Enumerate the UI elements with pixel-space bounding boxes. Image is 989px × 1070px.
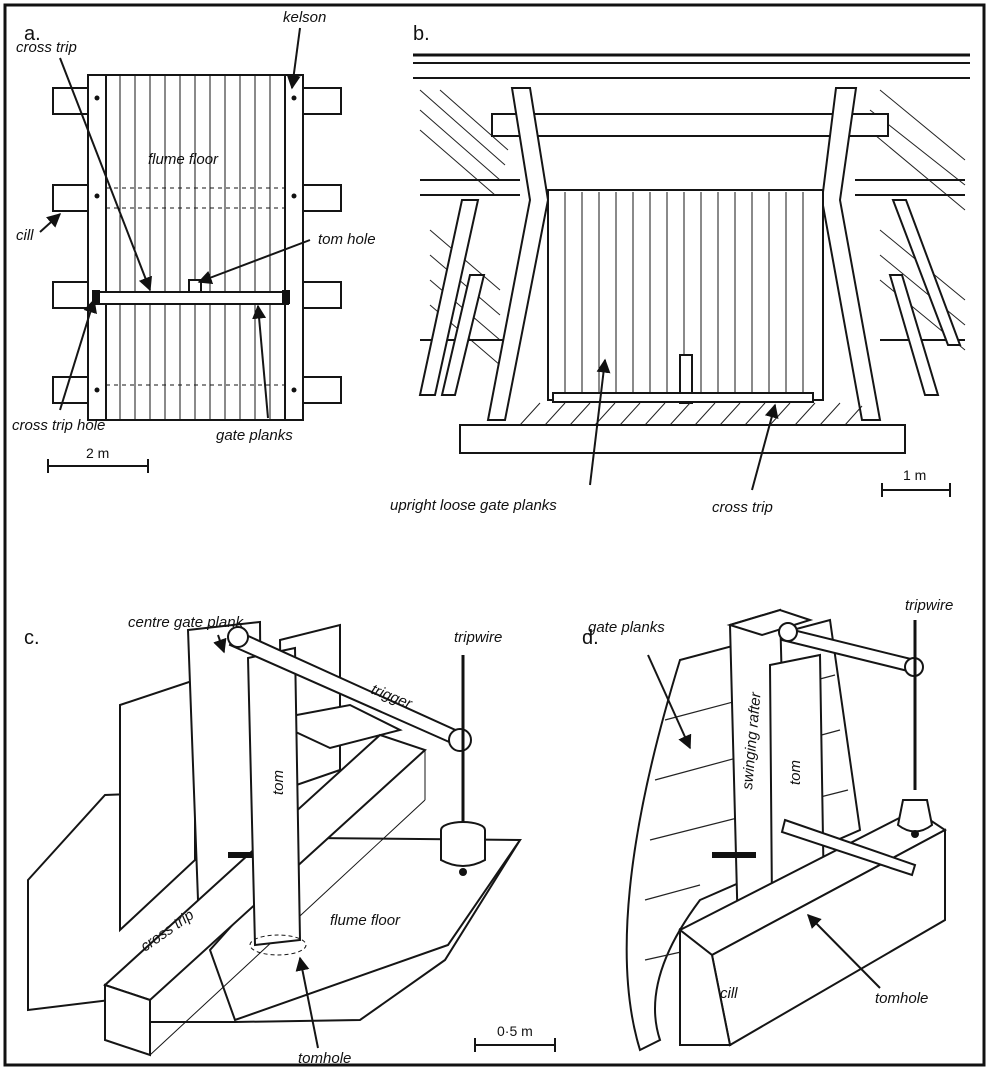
panel-b-cill (459, 424, 906, 454)
label-upright-loose-gate-planks: upright loose gate planks (390, 497, 557, 514)
panel-d-weight (896, 799, 934, 838)
panel-a: a. (12, 9, 376, 473)
panel-c-gate-plank-left (119, 678, 196, 933)
panel-d: d. t (582, 597, 953, 1052)
panel-a-letter: a. (24, 23, 41, 45)
panel-b-scale-bar (881, 483, 951, 497)
panel-a-scale-label: 2 m (86, 445, 109, 461)
panel-c-tom (246, 646, 302, 947)
panel-d-letter: d. (582, 627, 599, 649)
panel-b-cross-trip (552, 392, 814, 403)
panel-c-trigger-eye (448, 728, 472, 752)
label-cross-trip-b: cross trip (712, 499, 773, 516)
figure-frame (3, 3, 986, 1067)
panel-b-floor-hatch (519, 402, 863, 426)
panel-a-floor-planks (106, 76, 285, 419)
label-tripwire-d: tripwire (905, 597, 953, 614)
label-flume-floor-c: flume floor (330, 912, 401, 929)
panel-c-weight (440, 821, 486, 876)
label-tom-hole: tom hole (318, 231, 376, 248)
panel-b-post-right (820, 87, 882, 421)
panel-d-trigger (780, 818, 917, 877)
panel-c-tomhole (249, 934, 307, 956)
panel-a-cross-trip (93, 291, 289, 305)
label-tom-d: tom (787, 760, 804, 785)
label-kelson: kelson (283, 9, 326, 26)
panel-b-letter: b. (413, 23, 430, 45)
panel-a-scale-bar (47, 459, 149, 473)
label-tom-c: tom (270, 770, 287, 795)
panel-b-top-beam (491, 113, 889, 137)
panel-b: b. (390, 23, 970, 516)
panel-c-scale-label: 0·5 m (497, 1023, 533, 1039)
panel-d-cill-front (679, 927, 732, 1046)
label-tripwire-c: tripwire (454, 629, 502, 646)
label-cross-trip-hole: cross trip hole (12, 417, 105, 434)
label-flume-floor-a: flume floor (148, 151, 219, 168)
panel-a-cross-trip-hole-left (92, 290, 100, 304)
panel-b-scale-label: 1 m (903, 467, 926, 483)
label-cill-d: cill (720, 985, 738, 1002)
label-gate-planks-d: gate planks (588, 619, 665, 636)
panel-d-pivot (778, 622, 798, 642)
label-tomhole-c: tomhole (298, 1050, 351, 1067)
panel-c-letter: c. (24, 627, 40, 649)
panel-a-kelson-left (87, 74, 107, 421)
panel-c: c. centre gate pl (24, 614, 556, 1067)
panel-d-clamp (712, 852, 756, 858)
panel-c-clamp (228, 852, 253, 858)
panel-c-scale-bar (474, 1038, 556, 1052)
label-gate-planks-a: gate planks (216, 427, 293, 444)
panel-b-post-left (486, 87, 550, 421)
panel-a-nails (94, 95, 297, 393)
panel-c-pivot (227, 626, 249, 648)
label-cross-trip-a: cross trip (16, 39, 77, 56)
label-centre-gate-plank: centre gate plank (128, 614, 245, 631)
panel-c-rear-beam (266, 703, 403, 750)
label-cill-a: cill (16, 227, 34, 244)
label-tomhole-d: tomhole (875, 990, 928, 1007)
panel-a-cross-trip-hole-right (282, 290, 290, 304)
